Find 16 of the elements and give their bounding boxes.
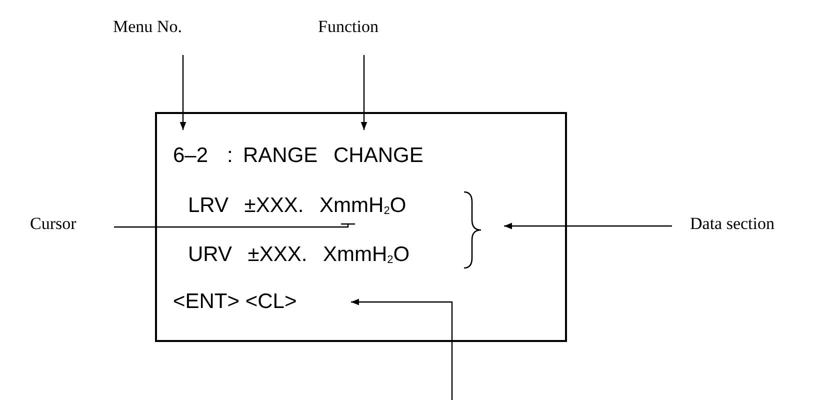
leader-line [113, 223, 356, 228]
function-text: RANGE CHANGE [243, 143, 424, 168]
separator-text: : [227, 144, 233, 168]
arrow [360, 55, 368, 130]
upper-range-text: URV ±XXX. XmmH$_{2}$O [188, 242, 411, 267]
callout-text: Cursor [30, 214, 78, 234]
callout-text: Menu No. [113, 17, 183, 37]
key-prompt-text: <ENT> <CL> [173, 290, 298, 314]
callout-text: Data section [689, 214, 776, 234]
arrow [351, 298, 453, 400]
lower-range-text: LRV ±XXX. XmmH$_{2}$O [188, 193, 408, 218]
callout-text: Function [318, 17, 380, 37]
display-screen [155, 112, 567, 342]
arrow [504, 222, 672, 230]
menu-number: 6–2 [173, 143, 210, 168]
arrow [180, 55, 186, 130]
